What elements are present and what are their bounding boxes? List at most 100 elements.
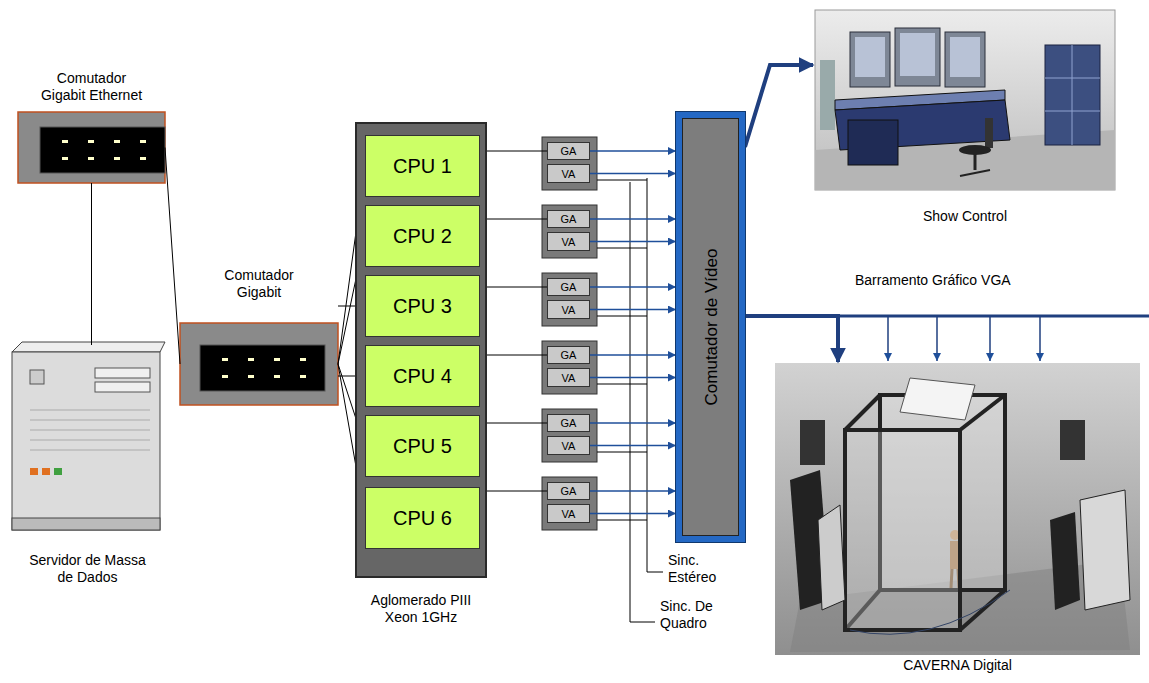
- video-adapter: VA: [547, 164, 590, 183]
- graphics-adapter: GA: [547, 210, 590, 228]
- show-control-illustration: [1045, 111, 1100, 112]
- gigabit-switch: [222, 358, 228, 361]
- video-adapter: VA: [547, 368, 590, 387]
- ethernet-switch: [140, 157, 146, 160]
- show-control-illustration: [950, 37, 980, 77]
- gigabit-switch: [248, 358, 254, 361]
- show-control-illustration: [820, 60, 835, 130]
- show-control-illustration: [850, 32, 890, 87]
- video-signal-arrow: [590, 445, 676, 447]
- signal-name: Sinc. Estéreo: [668, 552, 728, 586]
- cave-display: CAVERNA Digital: [775, 363, 1140, 655]
- server-illustration: [95, 382, 150, 392]
- sync-wire: [597, 178, 663, 622]
- video-signal-arrow: [590, 490, 676, 492]
- node-label: GA: [561, 145, 577, 158]
- server-illustration: [54, 468, 62, 475]
- show-control-illustration: [974, 150, 977, 170]
- cpu-box: CPU 2: [365, 205, 480, 267]
- cave-illustration: [850, 590, 1010, 634]
- data-server: Servidor de Massa de Dados: [10, 345, 165, 530]
- gigabit-switch: [180, 323, 338, 405]
- network-link: [480, 491, 547, 492]
- network-link: [480, 287, 547, 288]
- cpu-box: CPU 4: [365, 345, 480, 407]
- node-label: CPU 3: [393, 294, 452, 318]
- server-illustration: [30, 468, 38, 475]
- node-label: CPU 1: [393, 154, 452, 178]
- show-control-illustration: [895, 28, 940, 86]
- video-adapter: VA: [547, 300, 590, 319]
- bus-label: Barramento Gráfico VGA: [855, 272, 1011, 289]
- graphics-bus: [887, 316, 889, 361]
- cave-illustration: [845, 430, 960, 630]
- sync-wire: [597, 384, 647, 385]
- node-label: Comutador Gigabit: [214, 267, 304, 301]
- server-illustration: [30, 410, 150, 411]
- graphics-adapter: GA: [547, 142, 590, 160]
- ethernet-switch: [62, 140, 68, 143]
- gigabit-switch: [274, 358, 280, 361]
- show-control-illustration: [1045, 45, 1100, 145]
- adapter-pair: [542, 477, 597, 530]
- node-label: VA: [562, 507, 576, 520]
- cluster-box: Aglomerado PIII Xeon 1GHzCPU 1CPU 2CPU 3…: [355, 122, 487, 578]
- ethernet-switch: [62, 157, 68, 160]
- video-output-arrow: [745, 316, 838, 362]
- network-switch: Comutador Gigabit: [180, 323, 338, 405]
- node-label: GA: [561, 281, 577, 294]
- node-label: GA: [561, 349, 577, 362]
- graphics-bus: [1039, 316, 1041, 361]
- video-signal-arrow: [590, 150, 676, 152]
- graphics-adapter: GA: [547, 482, 590, 500]
- show-control-illustration: [960, 170, 990, 176]
- show-control-illustration: [815, 10, 1115, 190]
- show-control-illustration: [945, 32, 985, 87]
- node-label: Comutador Gigabit Ethernet: [36, 70, 148, 104]
- server-illustration: [12, 352, 160, 530]
- gigabit-switch: [222, 375, 228, 378]
- server-illustration: [12, 518, 160, 530]
- sync-wire: [597, 452, 647, 453]
- video-signal-arrow: [590, 286, 676, 288]
- ethernet-switch: [40, 127, 165, 173]
- video-adapter: VA: [547, 504, 590, 523]
- cpu-box: CPU 3: [365, 275, 480, 337]
- video-signal-arrow: [590, 513, 676, 515]
- server-illustration: [12, 342, 165, 352]
- node-label: VA: [562, 371, 576, 384]
- cave-illustration: [1080, 490, 1130, 610]
- adapter-pair: [542, 137, 597, 530]
- video-signal-arrow: [590, 218, 676, 220]
- ethernet-switch: [140, 140, 146, 143]
- sync-wire: [597, 248, 647, 249]
- network-link: [480, 219, 547, 220]
- node-label: GA: [561, 417, 577, 430]
- node-label: CPU 4: [393, 364, 452, 388]
- video-adapter: VA: [547, 436, 590, 455]
- cpu-box: CPU 5: [365, 415, 480, 477]
- gigabit-switch: [200, 345, 325, 391]
- adapter-pair: [542, 273, 597, 326]
- ethernet-switch: [114, 157, 120, 160]
- node-label: CPU 2: [393, 224, 452, 248]
- show-control-room: Show Control: [815, 10, 1115, 190]
- cave-illustration: [960, 590, 1005, 630]
- video-output-arrow: [745, 65, 813, 147]
- cave-illustration: [775, 363, 1140, 655]
- video-signal-arrow: [590, 422, 676, 424]
- video-switch: Comutador de Vídeo: [676, 112, 745, 542]
- node-label: CPU 6: [393, 506, 452, 530]
- node-label: Comutador de Vídeo: [702, 249, 719, 406]
- graphics-bus: [838, 315, 1149, 318]
- node-label: GA: [561, 485, 577, 498]
- network-link: [91, 183, 92, 345]
- gigabit-switch: [180, 323, 338, 405]
- video-signal-arrow: [590, 309, 676, 311]
- video-signal-arrow: [590, 241, 676, 243]
- adapter-pair: [542, 409, 597, 462]
- sync-wire: [597, 316, 647, 317]
- ethernet-switch: [88, 157, 94, 160]
